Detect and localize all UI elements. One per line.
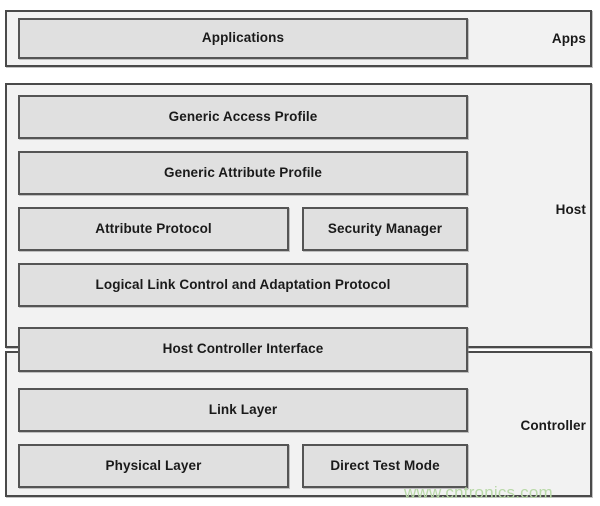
block-attribute-protocol: Attribute Protocol [18, 207, 289, 251]
tier-label-host: Host [555, 202, 586, 217]
block-direct-test-mode: Direct Test Mode [302, 444, 468, 488]
block-l2cap: Logical Link Control and Adaptation Prot… [18, 263, 468, 307]
watermark: www.cntronics.com [404, 483, 553, 502]
block-label-attribute-protocol: Attribute Protocol [95, 220, 212, 236]
tier-label-controller: Controller [520, 418, 586, 433]
block-label-direct-test-mode: Direct Test Mode [330, 457, 440, 473]
block-physical-layer: Physical Layer [18, 444, 289, 488]
block-link-layer: Link Layer [18, 388, 468, 432]
tier-label-apps: Apps [551, 31, 586, 46]
block-label-link-layer: Link Layer [208, 401, 278, 417]
block-label-generic-attribute-profile: Generic Attribute Profile [163, 164, 323, 180]
block-label-generic-access-profile: Generic Access Profile [168, 108, 318, 124]
block-label-l2cap: Logical Link Control and Adaptation Prot… [95, 276, 391, 292]
block-host-controller-interface: Host Controller Interface [18, 327, 468, 372]
block-label-applications: Applications [201, 30, 285, 46]
block-label-physical-layer: Physical Layer [105, 457, 202, 473]
block-security-manager: Security Manager [302, 207, 468, 251]
block-applications: Applications [18, 18, 468, 59]
block-generic-attribute-profile: Generic Attribute Profile [18, 151, 468, 195]
block-label-security-manager: Security Manager [327, 220, 443, 236]
block-generic-access-profile: Generic Access Profile [18, 95, 468, 139]
block-label-host-controller-interface: Host Controller Interface [162, 341, 324, 357]
